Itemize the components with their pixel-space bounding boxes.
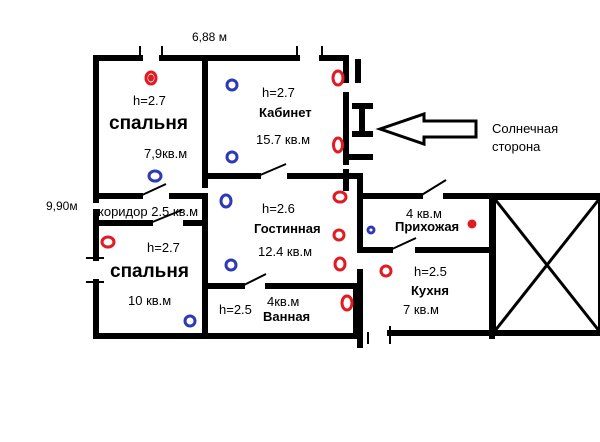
- bathroom-name: Ванная: [263, 309, 311, 324]
- bathroom-height: h=2.5: [219, 302, 252, 317]
- living-height: h=2.6: [262, 201, 295, 216]
- sunny-side-label-1: Солнечная: [492, 121, 559, 136]
- sunny-side-arrow: [375, 111, 478, 147]
- door-swings: [86, 46, 447, 344]
- red-marker: [340, 294, 354, 312]
- hallway-name: Прихожая: [395, 219, 460, 234]
- office-name: Кабинет: [259, 105, 312, 120]
- bedroom2-area: 10 кв.м: [128, 293, 172, 308]
- blue-marker: [224, 258, 238, 272]
- living-area: 12.4 кв.м: [258, 244, 313, 259]
- blue-marker: [225, 78, 239, 92]
- red-marker: [333, 256, 347, 272]
- sunny-side-label-2: сторона: [492, 139, 541, 154]
- markers: [100, 69, 477, 328]
- red-marker: [332, 136, 344, 154]
- hallway-area: 4 кв.м: [406, 206, 442, 221]
- bedroom1-height: h=2.7: [133, 93, 166, 108]
- red-marker: [332, 190, 348, 204]
- stairwell: [492, 196, 600, 334]
- living-name: Гостинная: [254, 221, 321, 236]
- bedroom2-height: h=2.7: [147, 240, 180, 255]
- height-dimension: 9,90м: [46, 199, 78, 213]
- kitchen-area: 7 кв.м: [403, 302, 439, 317]
- red-marker: [379, 264, 393, 278]
- bedroom1-area: 7,9кв.м: [144, 146, 188, 161]
- office-height: h=2.7: [262, 85, 295, 100]
- blue-marker: [147, 169, 163, 183]
- red-marker: [331, 69, 345, 87]
- corridor-label: коридор 2.5 кв.м: [98, 204, 199, 219]
- red-marker: [332, 228, 346, 242]
- bedroom1-name: спальня: [109, 113, 188, 134]
- office-area: 15.7 кв.м: [256, 132, 311, 147]
- red-marker: [144, 70, 158, 86]
- blue-marker: [225, 150, 239, 164]
- red-marker: [467, 219, 477, 229]
- kitchen-name: Кухня: [411, 283, 449, 298]
- bedroom2-name: спальня: [110, 261, 189, 282]
- bathroom-area: 4кв.м: [267, 294, 300, 309]
- blue-marker: [183, 314, 197, 328]
- kitchen-height: h=2.5: [414, 264, 447, 279]
- width-dimension: 6,88 м: [192, 30, 227, 44]
- walls: [93, 55, 600, 348]
- blue-marker: [366, 225, 376, 235]
- blue-marker: [219, 193, 233, 209]
- red-marker: [100, 235, 116, 249]
